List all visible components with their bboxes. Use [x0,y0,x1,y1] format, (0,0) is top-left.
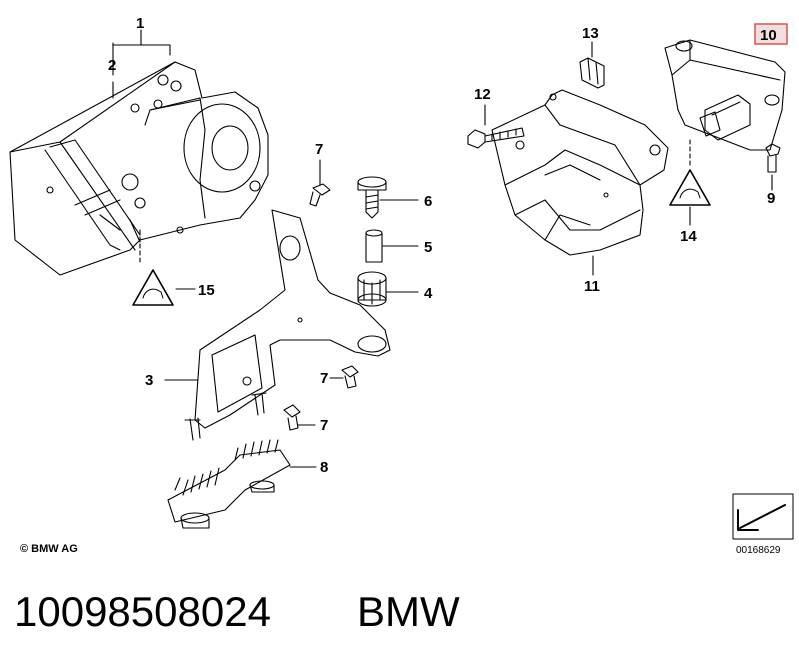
callout-7-mid: 7 [320,370,328,387]
bolt-12-drawing [467,127,525,149]
screw-7-low-drawing [283,404,301,431]
brand-name: BMW [357,588,460,635]
callout-12: 12 [474,86,491,103]
selected-part-highlight [754,23,788,45]
mounting-bracket-drawing [491,89,669,256]
warning-triangle-14 [669,169,711,206]
bushing-drawing [357,271,387,307]
diagram-reference-box [732,493,794,540]
screw-7-top-drawing [309,183,331,207]
callout-7-low: 7 [320,417,328,434]
warning-triangle-15 [132,269,174,306]
callout-8: 8 [320,459,328,476]
screw-9-drawing [765,143,781,173]
callout-4: 4 [424,285,433,302]
callout-9: 9 [767,190,775,207]
diagram-number: 00168629 [736,545,781,556]
callout-3: 3 [145,372,153,389]
sleeve-drawing [365,229,383,263]
rubber-mount-drawing [167,439,291,529]
callout-7-top: 7 [315,141,323,158]
screw-7-mid-drawing [341,365,359,389]
part-number: 10098508024 [14,588,271,635]
abs-hydraulic-unit-drawing [9,61,269,276]
clip-13-drawing [579,57,605,89]
callout-1: 1 [136,15,144,32]
control-unit-drawing [664,39,786,151]
bracket-drawing [184,209,391,441]
callout-14: 14 [680,228,697,245]
callout-5: 5 [424,239,432,256]
callout-10: 10 [760,27,777,44]
callout-15: 15 [198,282,215,299]
copyright-text: © BMW AG [20,543,78,555]
screw-6-drawing [357,176,387,219]
callout-11: 11 [584,278,600,295]
callout-2: 2 [108,57,116,74]
callout-13: 13 [582,25,599,42]
callout-6: 6 [424,193,432,210]
